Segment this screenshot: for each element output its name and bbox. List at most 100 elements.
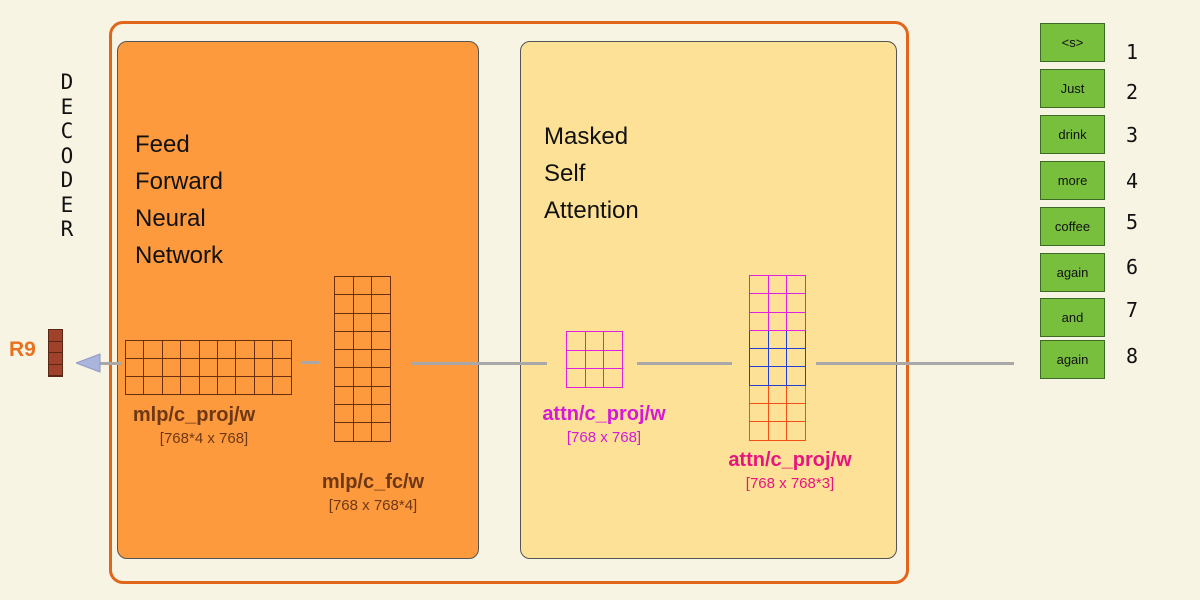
matrix-cell (372, 331, 392, 351)
matrix-cell (567, 369, 586, 389)
matrix-cell (372, 368, 392, 387)
token-position: 1 (1125, 40, 1139, 64)
mlp-c-fc-weight-matrix (334, 276, 392, 442)
query-weight-matrix (749, 275, 807, 331)
matrix-cell (787, 330, 807, 350)
matrix-cell (126, 341, 145, 359)
matrix-cell (254, 341, 274, 359)
matrix-cell (236, 377, 255, 395)
matrix-cell (372, 295, 392, 314)
matrix-cell (787, 385, 807, 405)
matrix-cell (217, 341, 237, 359)
matrix-cell (335, 386, 354, 406)
matrix-cell (353, 368, 373, 387)
matrix-cell (768, 330, 788, 350)
matrix-cell (750, 276, 769, 295)
matrix-cell (335, 277, 354, 296)
matrix-cell (199, 341, 218, 359)
matrix-cell (750, 385, 769, 405)
matrix-cell (236, 359, 255, 377)
masked-self-attention-block (520, 41, 897, 559)
mlp-c-proj-dims: [768*4 x 768] (159, 430, 249, 447)
token-box: coffee (1040, 207, 1105, 246)
matrix-cell (353, 331, 373, 351)
ffnn-title-line: Neural (135, 205, 206, 232)
matrix-cell (768, 367, 788, 386)
decoder-label: DECODER (60, 70, 74, 241)
attn-c-proj-label: attn/c_proj/w (542, 403, 666, 425)
matrix-cell (768, 349, 788, 368)
matrix-cell (353, 386, 373, 406)
token-position: 3 (1125, 123, 1139, 147)
attention-title: Masked Self Attention (544, 118, 639, 229)
matrix-cell (126, 359, 145, 377)
matrix-cell (353, 313, 373, 332)
matrix-cell (768, 422, 788, 441)
token-position: 7 (1125, 298, 1139, 322)
matrix-cell (162, 341, 182, 359)
matrix-cell (604, 350, 624, 370)
matrix-cell (787, 422, 807, 441)
matrix-cell (768, 276, 788, 295)
attention-connector-line (637, 362, 732, 365)
matrix-cell (181, 377, 200, 395)
matrix-cell (372, 405, 392, 424)
matrix-cell (787, 294, 807, 313)
matrix-cell (372, 386, 392, 406)
matrix-cell (750, 422, 769, 441)
token-position: 8 (1125, 344, 1139, 368)
matrix-cell (199, 359, 218, 377)
matrix-cell (604, 369, 624, 389)
matrix-cell (144, 341, 163, 359)
matrix-cell (335, 313, 354, 332)
matrix-cell (273, 359, 292, 377)
ffnn-title-line: Feed (135, 131, 190, 158)
matrix-cell (567, 332, 586, 351)
attn-c-attn-dims: [768 x 768*3] (745, 475, 835, 492)
output-arrow-icon (76, 353, 101, 373)
matrix-cell (768, 294, 788, 313)
matrix-cell (372, 277, 392, 296)
matrix-cell (217, 359, 237, 377)
matrix-cell (126, 377, 145, 395)
matrix-cell (567, 350, 586, 370)
matrix-cell (750, 349, 769, 368)
token-position: 6 (1125, 255, 1139, 279)
token-box: <s> (1040, 23, 1105, 62)
mlp-c-proj-weight-matrix (125, 340, 292, 395)
attention-title-line: Attention (544, 197, 639, 224)
ffnn-title: Feed Forward Neural Network (135, 126, 223, 274)
matrix-cell (273, 377, 292, 395)
attention-title-line: Masked (544, 123, 629, 150)
matrix-cell (335, 368, 354, 387)
matrix-cell (335, 295, 354, 314)
token-box: again (1040, 253, 1105, 292)
matrix-cell (335, 423, 354, 442)
output-connector-line (100, 362, 122, 365)
matrix-cell (585, 350, 605, 370)
mlp-c-fc-dims: [768 x 768*4] (328, 497, 418, 514)
matrix-cell (372, 423, 392, 442)
matrix-cell (787, 276, 807, 295)
matrix-cell (181, 359, 200, 377)
matrix-cell (181, 341, 200, 359)
matrix-cell (585, 369, 605, 389)
matrix-cell (768, 404, 788, 423)
attn-c-proj-weight-matrix (566, 331, 624, 389)
matrix-cell (787, 404, 807, 423)
mlp-connector-line (301, 361, 319, 364)
matrix-cell (162, 359, 182, 377)
matrix-cell (199, 377, 218, 395)
matrix-cell (144, 359, 163, 377)
matrix-cell (353, 423, 373, 442)
matrix-cell (236, 341, 255, 359)
matrix-cell (585, 332, 605, 351)
matrix-cell (750, 367, 769, 386)
output-vector (48, 329, 63, 377)
matrix-cell (335, 405, 354, 424)
matrix-cell (353, 277, 373, 296)
mlp-c-proj-label: mlp/c_proj/w (132, 404, 256, 426)
key-weight-matrix (749, 330, 807, 386)
matrix-cell (750, 330, 769, 350)
output-label: R9 (9, 338, 36, 361)
